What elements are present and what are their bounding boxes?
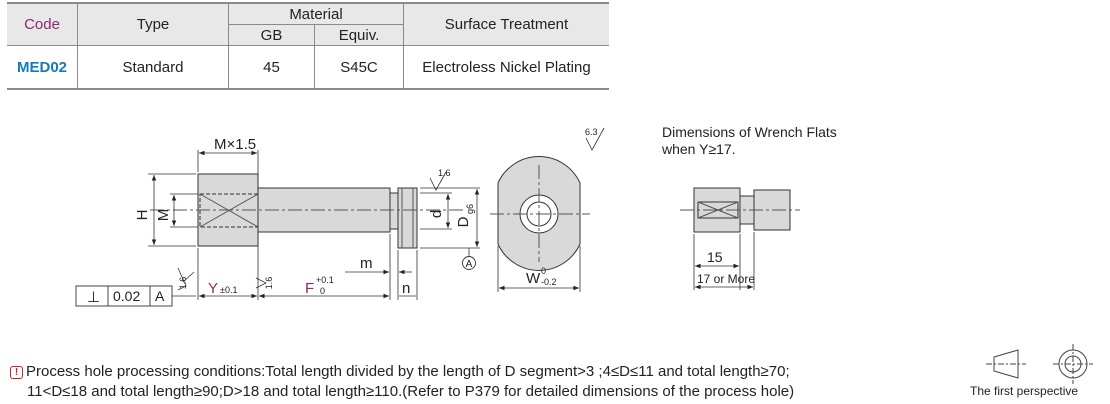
gdt-value: 0.02 xyxy=(113,288,140,304)
first-angle-projection-icon xyxy=(986,344,1093,384)
header-surface-treatment: Surface Treatment xyxy=(403,2,609,46)
note-line1: Process hole processing conditions:Total… xyxy=(26,363,790,380)
dim-g6: g6 xyxy=(465,204,475,214)
dim-m: M xyxy=(155,209,172,222)
wrench-flats-view xyxy=(680,187,800,290)
wrench-flats-note: Dimensions of Wrench Flats when Y≥17. xyxy=(662,124,837,158)
header-code: Code xyxy=(7,2,78,46)
roughness-a: 1.6 xyxy=(438,168,451,178)
dim-f-label: F xyxy=(305,280,314,297)
dim-y-tol: ±0.1 xyxy=(220,285,237,295)
header-equiv: Equiv. xyxy=(314,24,404,46)
wrench-dim-17-or-more: 17 or More xyxy=(697,272,755,286)
header-material: Material xyxy=(228,2,404,25)
roughness-b: 1.6 xyxy=(178,277,188,290)
header-gb: GB xyxy=(228,24,315,46)
part-collar xyxy=(397,187,418,249)
dim-m-small: m xyxy=(360,255,373,272)
cell-surface: Electroless Nickel Plating xyxy=(403,45,609,90)
end-view xyxy=(490,156,590,292)
table-row: MED02 Standard 45 S45C Electroless Nicke… xyxy=(7,45,609,90)
wrench-note-line2: when Y≥17. xyxy=(662,141,736,157)
gdt-datum: A xyxy=(155,288,165,304)
dim-m-x-1-5: M×1.5 xyxy=(214,136,256,153)
side-view xyxy=(75,127,605,307)
cell-type: Standard xyxy=(77,45,229,90)
dim-f-tol-up: +0.1 xyxy=(316,275,334,285)
gdt-frame xyxy=(75,285,173,307)
dim-d-small: d xyxy=(428,210,445,218)
dim-d-big: D xyxy=(455,216,472,227)
dim-w-label: W xyxy=(526,270,541,287)
roughness-main: 6.3 xyxy=(585,127,598,137)
warning-icon: ! xyxy=(10,366,23,379)
dim-y-label: Y xyxy=(208,280,218,297)
cell-equiv: S45C xyxy=(314,45,404,90)
wrench-dim-15: 15 xyxy=(707,249,723,265)
spec-table: Code Type Material Surface Treatment GB … xyxy=(7,2,609,90)
datum-a-label: A xyxy=(466,259,473,270)
dim-n-small: n xyxy=(402,280,410,297)
process-hole-note: !Process hole processing conditions:Tota… xyxy=(10,362,794,402)
dim-w-tol-up: 0 xyxy=(541,266,546,276)
gdt-perpendicular-icon: ⊥ xyxy=(87,289,100,306)
cell-code: MED02 xyxy=(7,45,78,90)
dim-w-tol-low: -0.2 xyxy=(541,277,557,287)
dim-f-tol-low: 0 xyxy=(320,286,325,296)
roughness-c: 1.6 xyxy=(264,277,274,290)
wrench-note-line1: Dimensions of Wrench Flats xyxy=(662,124,837,140)
note-line2: 11<D≤18 and total length≥90;D>18 and tot… xyxy=(27,383,795,400)
dim-h: H xyxy=(134,210,151,221)
cell-gb: 45 xyxy=(228,45,315,90)
perspective-label: The first perspective xyxy=(970,384,1079,398)
